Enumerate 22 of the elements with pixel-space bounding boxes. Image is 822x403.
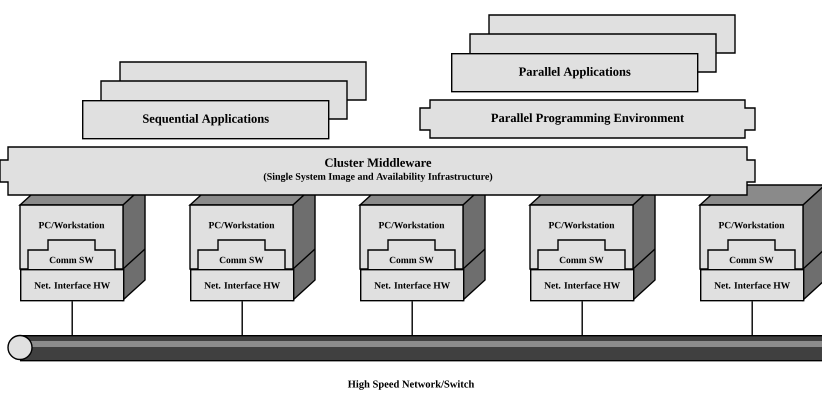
connector-line [242,301,243,335]
tabbed-box: Cluster Middleware (Single System Image and Availability Infrastructure) [0,146,756,196]
connector-line [72,301,73,335]
software-tab: Comm SW [707,239,796,270]
software-tab: Comm SW [27,239,116,270]
interface-box: Net. Interface HW [20,269,124,302]
software-tab: Comm SW [367,239,456,270]
interface-box: Net. Interface HW [190,269,294,302]
connector-line [412,301,413,335]
interface-box: Net. Interface HW [360,269,464,302]
bus-label: High Speed Network/Switch [348,380,474,390]
connector-line [582,301,583,335]
stacked-box: Parallel Applications [451,14,736,92]
tabbed-box: Parallel Programming Environment [419,99,756,139]
stacked-box: Sequential Applications [82,61,367,140]
network-bus [7,334,822,362]
software-tab: Comm SW [197,239,286,270]
software-tab: Comm SW [537,239,626,270]
node-label: Sequential Applications [142,114,269,126]
interface-box: Net. Interface HW [700,269,804,302]
interface-box: Net. Interface HW [530,269,634,302]
connector-line [752,301,753,335]
